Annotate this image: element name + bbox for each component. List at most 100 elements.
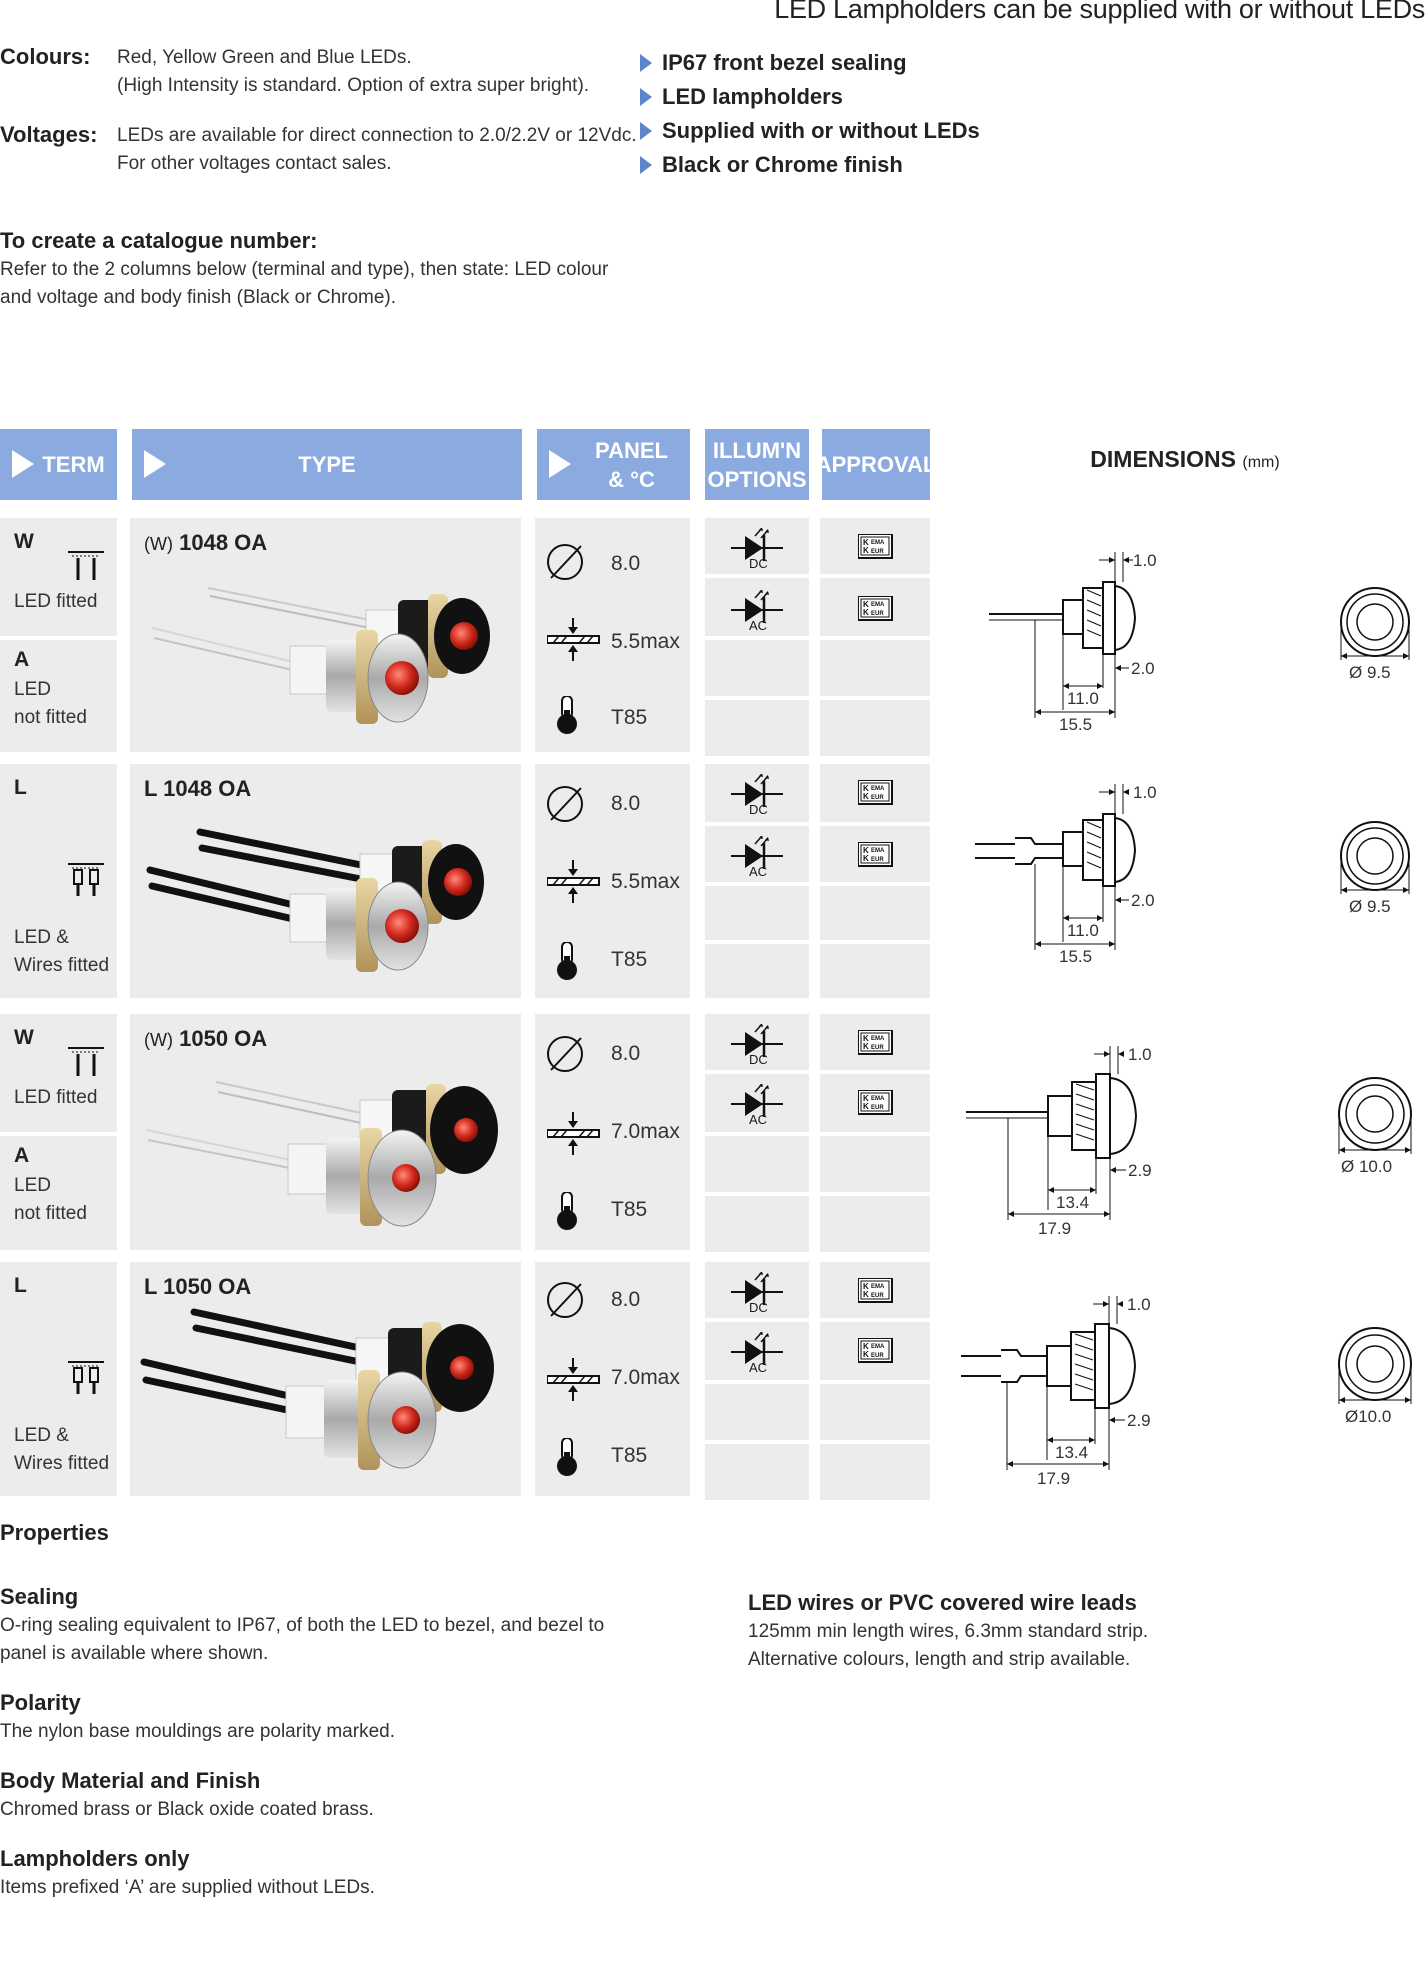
dim-top: 1.0 [1128, 1045, 1152, 1064]
illum-cell: DC [705, 518, 809, 574]
temperature-value: T85 [611, 1198, 648, 1221]
triangle-bullet-icon [640, 54, 652, 72]
panel-cell: 8.0 7.0max T85 [535, 1262, 690, 1496]
triangle-icon [12, 450, 34, 478]
dimension-drawing: 1.0 2.0 11.0 15.5 [975, 783, 1157, 966]
kema-keur-icon [858, 842, 893, 867]
illum-cell-empty [705, 1196, 809, 1252]
approval-cell-empty [820, 640, 930, 696]
sealing-heading: Sealing [0, 1584, 79, 1609]
wires-text: 125mm min length wires, 6.3mm standard s… [748, 1621, 1149, 1670]
terminal-pins-icon [68, 550, 104, 582]
lampholder-photo [140, 1308, 494, 1470]
feature-list: IP67 front bezel sealing LED lampholders… [640, 46, 980, 182]
dim-diameter: Ø 9.5 [1349, 663, 1391, 682]
triangle-bullet-icon [640, 122, 652, 140]
header-approval: APPROVAL [816, 429, 936, 500]
illum-cell: DC [705, 1014, 809, 1070]
feature-item: Black or Chrome finish [640, 148, 980, 182]
triangle-bullet-icon [640, 88, 652, 106]
term-cell: A LED not fitted [0, 640, 117, 752]
type-cell: L 1048 OA [130, 764, 521, 998]
approval-cell-empty [820, 1444, 930, 1500]
dim-top: 1.0 [1127, 1295, 1151, 1314]
panel-diameter-icon [547, 1036, 583, 1072]
polarity-heading: Polarity [0, 1690, 81, 1715]
lampholder-photo [151, 587, 490, 724]
term-text: LED fitted [14, 591, 98, 612]
dim-inner: 13.4 [1056, 1193, 1089, 1212]
term-cell: L LED & Wires fitted [0, 1262, 117, 1496]
colours-line: (High Intensity is standard. Option of e… [117, 75, 590, 96]
temperature-value: T85 [611, 948, 648, 971]
illum-cell-empty [705, 1384, 809, 1440]
dim-diameter: Ø 10.0 [1341, 1157, 1392, 1176]
dim-outer: 15.5 [1059, 947, 1092, 966]
dim-top: 1.0 [1133, 783, 1157, 802]
approval-cell-empty [820, 944, 930, 998]
page-title: LED Lampholders can be supplied with or … [774, 0, 1425, 24]
header-type: TYPE [132, 429, 522, 500]
lampholder-photo [145, 1081, 498, 1227]
dim-inner: 11.0 [1067, 689, 1099, 708]
body-heading: Body Material and Finish [0, 1768, 261, 1793]
triangle-icon [549, 450, 571, 478]
panel-cell: 8.0 5.5max T85 [535, 764, 690, 998]
dim-side: 2.0 [1131, 659, 1155, 678]
illum-label: DC [749, 556, 768, 571]
catalogue-text: Refer to the 2 columns below (terminal a… [0, 259, 609, 308]
catalogue-title: To create a catalogue number: [0, 228, 318, 253]
approval-cell-empty [820, 1384, 930, 1440]
dim-side: 2.9 [1128, 1161, 1152, 1180]
feature-item: Supplied with or without LEDs [640, 114, 980, 148]
polarity-text: The nylon base mouldings are polarity ma… [0, 1721, 395, 1742]
term-letter: W [14, 1026, 34, 1049]
approval-cell [820, 518, 930, 574]
panel-thickness-value: 5.5max [611, 870, 680, 893]
type-label: (W) 1048 OA [144, 530, 268, 555]
panel-diameter-value: 8.0 [611, 552, 641, 575]
panel-cell: 8.0 5.5max T85 [535, 518, 690, 752]
panel-thickness-icon [547, 1358, 600, 1402]
triangle-bullet-icon [640, 156, 652, 174]
approval-cell [820, 1262, 930, 1318]
panel-diameter-icon [547, 544, 583, 580]
approval-cell [820, 1074, 930, 1132]
temperature-icon [556, 1192, 578, 1231]
illum-cell: DC [705, 764, 809, 822]
term-cell: W LED fitted [0, 518, 117, 636]
term-letter: L [14, 776, 27, 799]
type-cell: (W) 1050 OA [130, 1014, 521, 1250]
temperature-icon [556, 696, 578, 735]
type-label: L 1048 OA [144, 776, 252, 801]
illum-label: AC [749, 1360, 768, 1375]
illum-label: DC [749, 1052, 768, 1067]
illum-label: AC [749, 1112, 768, 1127]
dimension-front-view: Ø10.0 [1338, 1327, 1412, 1426]
feature-item: LED lampholders [640, 80, 980, 114]
dim-diameter: Ø 9.5 [1349, 897, 1391, 916]
dim-outer: 15.5 [1059, 715, 1092, 734]
term-text: LED not fitted [14, 679, 87, 728]
kema-keur-icon [858, 596, 893, 621]
term-letter: W [14, 530, 34, 553]
dim-side: 2.0 [1131, 891, 1155, 910]
dimension-front-view: Ø 10.0 [1338, 1077, 1412, 1176]
illum-cell: AC [705, 826, 809, 882]
illum-cell: DC [705, 1262, 809, 1318]
temperature-value: T85 [611, 1444, 648, 1467]
dimension-drawing: 1.0 2.9 13.4 17.9 [961, 1295, 1151, 1488]
term-letter: A [14, 1144, 30, 1167]
illum-label: DC [749, 1300, 768, 1315]
colours-label: Colours: [0, 44, 91, 69]
term-cell: A LED not fitted [0, 1136, 117, 1250]
dimension-front-view: Ø 9.5 [1340, 821, 1410, 916]
panel-thickness-value: 5.5max [611, 630, 680, 653]
term-cell: L LED & Wires fitted [0, 764, 117, 998]
voltages-text: LEDs are available for direct connection… [117, 122, 637, 178]
dim-diameter: Ø10.0 [1345, 1407, 1391, 1426]
panel-diameter-icon [547, 1282, 583, 1318]
term-letter: L [14, 1274, 27, 1297]
term-letter: A [14, 648, 30, 671]
dim-side: 2.9 [1127, 1411, 1151, 1430]
